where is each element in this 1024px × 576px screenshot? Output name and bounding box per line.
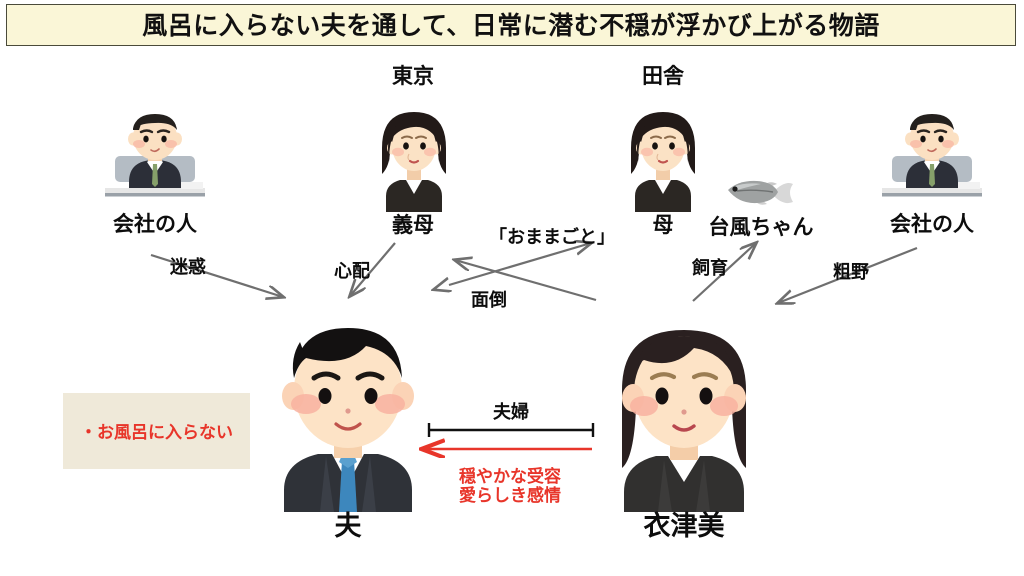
note-box bbox=[63, 393, 250, 469]
couple-bracket-label: 夫婦 bbox=[493, 402, 529, 423]
middle-aged-woman-icon bbox=[382, 112, 446, 212]
couple-bracket bbox=[427, 423, 595, 437]
label-company-person-left: 会社の人 bbox=[113, 212, 197, 236]
figure-mother-in-law bbox=[382, 112, 446, 212]
label-mother-in-law: 義母 bbox=[392, 213, 434, 237]
label-inaka: 田舎 bbox=[642, 64, 684, 88]
couple-arrow-label-line1: 穏やかな受容 bbox=[459, 467, 561, 487]
figure-wife bbox=[622, 330, 746, 512]
figure-company-person-right bbox=[882, 114, 982, 197]
businessman-at-desk-icon bbox=[105, 114, 205, 197]
label-tokyo: 東京 bbox=[392, 64, 434, 88]
middle-aged-woman-icon bbox=[631, 112, 695, 212]
page-title: 風呂に入らない夫を通して、日常に潜む不穏が浮かび上がる物語 bbox=[142, 11, 880, 40]
figure-husband bbox=[282, 328, 414, 512]
edge-label-meiwaku: 迷惑 bbox=[170, 257, 206, 278]
label-fish: 台風ちゃん bbox=[708, 215, 814, 239]
edge-label-mendou: 面倒 bbox=[471, 290, 507, 311]
title-banner: 風呂に入らない夫を通して、日常に潜む不穏が浮かび上がる物語 bbox=[6, 4, 1016, 46]
businesswoman-face-icon bbox=[622, 330, 746, 512]
label-husband: 夫 bbox=[334, 511, 362, 542]
label-mother: 母 bbox=[652, 213, 674, 237]
couple-arrow-label-line2: 愛らしき感情 bbox=[459, 486, 561, 506]
edge-label-shinpai: 心配 bbox=[334, 261, 370, 282]
edge-label-omamagoto: 「おままごと」 bbox=[489, 227, 615, 248]
note-text: ・お風呂に入らない bbox=[80, 423, 233, 443]
businessman-at-desk-icon bbox=[882, 114, 982, 197]
label-company-person-right: 会社の人 bbox=[890, 212, 974, 236]
figure-mother bbox=[631, 112, 695, 212]
figure-fish bbox=[728, 180, 793, 205]
figure-company-person-left bbox=[105, 114, 205, 197]
relation-arrow-omamagoto bbox=[449, 243, 591, 285]
businessman-face-icon bbox=[282, 328, 414, 512]
edge-label-soya: 粗野 bbox=[833, 262, 869, 283]
medaka-fish-icon bbox=[728, 180, 793, 205]
edge-label-shiiku: 飼育 bbox=[692, 258, 728, 279]
label-wife: 衣津美 bbox=[643, 511, 725, 542]
